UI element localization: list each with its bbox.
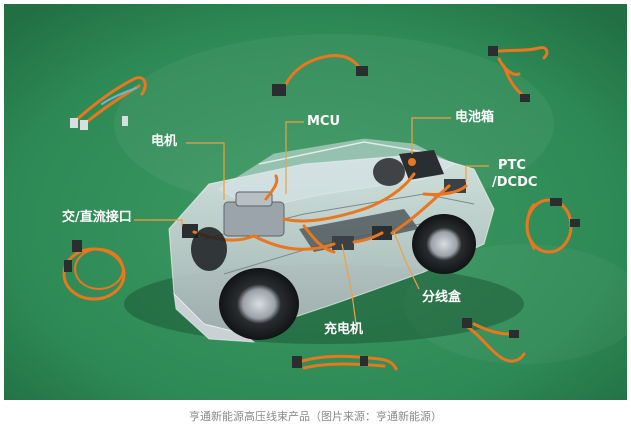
- label-ptc: PTC: [498, 158, 526, 173]
- ev-car: [124, 138, 524, 344]
- harness-bottom-middle: [292, 354, 398, 371]
- label-ac-dc-port: 交/直流接口: [62, 210, 132, 225]
- leader-lines: [134, 117, 489, 325]
- figure-caption: 亨通新能源高压线束产品（图片来源：亨通新能源）: [189, 410, 442, 423]
- harness-topmiddle: [272, 54, 368, 96]
- harness-products: [62, 46, 580, 371]
- label-dcdc: /DCDC: [492, 175, 538, 190]
- harness-topright: [488, 46, 549, 102]
- label-mcu: MCU: [307, 114, 341, 129]
- label-battery-box: 电池箱: [455, 110, 495, 125]
- label-charger: 充电机: [324, 322, 364, 337]
- hv-harness-illustration: 电机 MCU 电池箱 PTC /DCDC 交/直流接口 分线盒 充电机: [4, 4, 627, 400]
- harness-left-coil: [62, 240, 126, 301]
- label-motor: 电机: [151, 134, 178, 149]
- illustration-artwork: [4, 4, 627, 400]
- harness-topleft: [70, 76, 147, 130]
- label-junction-box: 分线盒: [422, 290, 462, 305]
- harness-right-loop: [525, 198, 580, 254]
- harness-bottom-right: [462, 318, 526, 363]
